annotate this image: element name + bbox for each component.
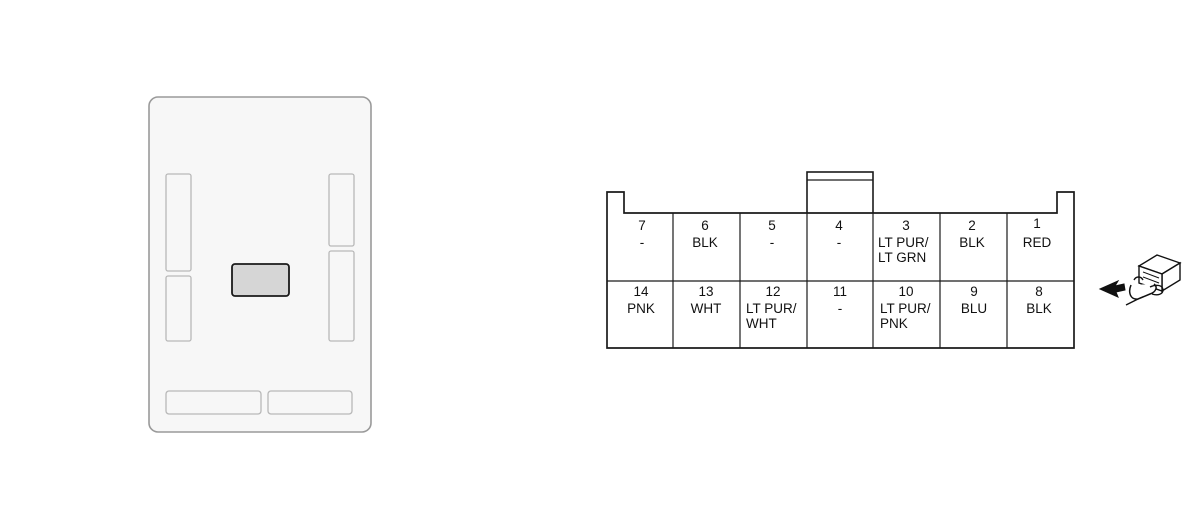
wire-color: - (640, 235, 645, 250)
pin-3: 3 LT PUR/ LT GRN (878, 218, 929, 265)
wire-color-line-2: LT GRN (878, 250, 926, 265)
pin-4: 4 - (835, 218, 843, 250)
connector-face-view: 7 - 6 BLK 5 - 4 - 3 LT PUR/ LT GRN 2 BLK… (606, 171, 1075, 349)
pin-13: 13 WHT (691, 284, 722, 316)
wire-color: - (838, 301, 843, 316)
wire-color: BLK (692, 235, 718, 250)
wire-color: BLK (1026, 301, 1052, 316)
pin-number: 14 (633, 284, 649, 299)
pin-number: 3 (902, 218, 910, 233)
component-slot-left-upper (165, 173, 192, 272)
component-slot-left-lower (165, 275, 192, 342)
pin-number: 8 (1035, 284, 1043, 299)
wire-color: BLU (961, 301, 987, 316)
pin-6: 6 BLK (692, 218, 718, 250)
cavity-dividers (672, 213, 1008, 348)
component-slot-bottom-right (267, 390, 353, 415)
wire-color: - (837, 235, 842, 250)
wire-color: PNK (627, 301, 655, 316)
pin-number: 5 (768, 218, 776, 233)
pin-10: 10 LT PUR/ PNK (880, 284, 931, 331)
wire-color: WHT (691, 301, 722, 316)
pin-number: 1 (1033, 216, 1041, 231)
pin-number: 10 (898, 284, 913, 299)
component-slot-bottom-left (165, 390, 262, 415)
pin-11: 11 - (833, 284, 847, 316)
wire-color: RED (1023, 235, 1052, 250)
wire-color: - (770, 235, 775, 250)
pin-9: 9 BLU (961, 284, 987, 316)
pin-2: 2 BLK (959, 218, 985, 250)
pin-7: 7 - (638, 218, 646, 250)
wire-color-line-1: LT PUR/ (878, 235, 929, 250)
pointer-arrow-icon (1098, 279, 1126, 298)
wire-color: BLK (959, 235, 985, 250)
pin-1: 1 RED (1023, 216, 1052, 250)
wire-color-line-1: LT PUR/ (880, 301, 931, 316)
pin-number: 6 (701, 218, 709, 233)
connector-latch (806, 171, 874, 215)
wire-color-line-1: LT PUR/ (746, 301, 797, 316)
pin-number: 13 (698, 284, 713, 299)
pin-number: 11 (833, 284, 847, 299)
pin-number: 12 (765, 284, 780, 299)
component-location-view (148, 96, 372, 433)
pin-8: 8 BLK (1026, 284, 1052, 316)
component-slot-right-upper (328, 173, 355, 247)
wire-color-line-2: WHT (746, 316, 777, 331)
connector-housing (606, 191, 1075, 349)
pin-12: 12 LT PUR/ WHT (746, 284, 797, 331)
pin-number: 4 (835, 218, 843, 233)
hand-pointing-connector-icon (1098, 254, 1182, 306)
pin-number: 9 (970, 284, 978, 299)
pin-number: 2 (968, 218, 976, 233)
pin-14: 14 PNK (627, 284, 655, 316)
highlighted-connector-location (231, 263, 290, 297)
wire-color-line-2: PNK (880, 316, 908, 331)
pin-number: 7 (638, 218, 646, 233)
pin-5: 5 - (768, 218, 776, 250)
component-slot-right-lower (328, 250, 355, 342)
